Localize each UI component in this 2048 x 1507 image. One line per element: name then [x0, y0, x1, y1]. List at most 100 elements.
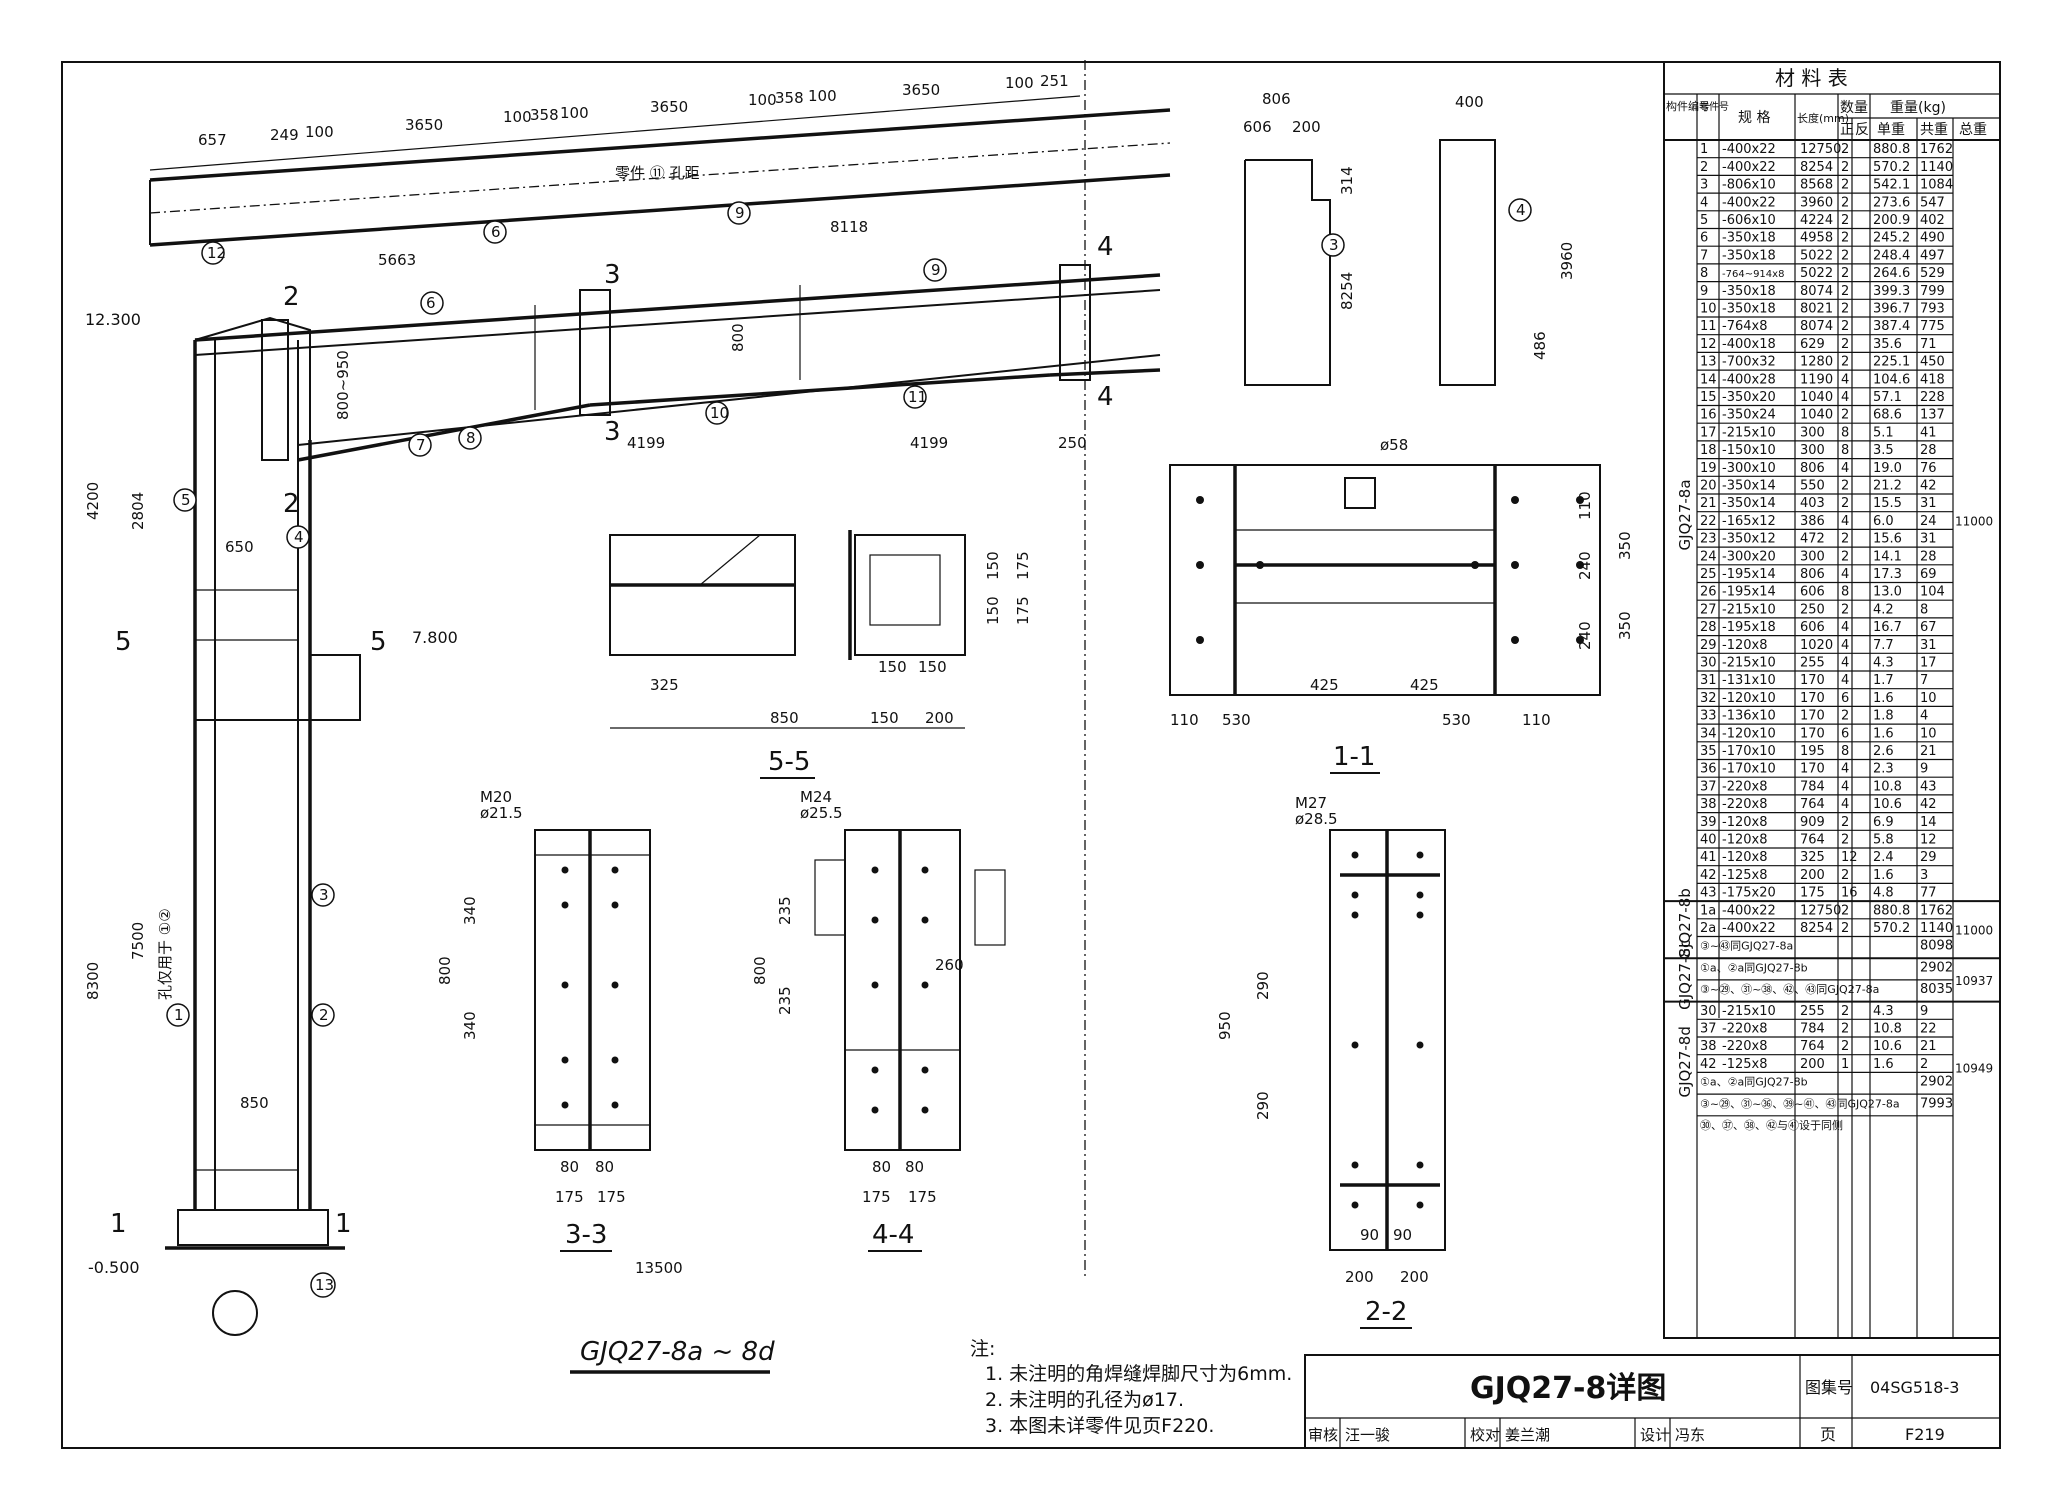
table-part-no: 37 — [1700, 1022, 1717, 1037]
svg-text:3. 本图未详零件见页F220.: 3. 本图未详零件见页F220. — [985, 1415, 1214, 1437]
svg-text:3: 3 — [604, 417, 621, 447]
table-qty: 4 — [1841, 372, 1849, 387]
table-total-weight: 793 — [1920, 302, 1945, 317]
table-length: 4224 — [1800, 213, 1833, 228]
table-spec: -400x28 — [1722, 372, 1776, 387]
svg-text:9: 9 — [735, 204, 745, 222]
table-qty: 2 — [1841, 160, 1849, 175]
table-length: 8568 — [1800, 178, 1833, 193]
table-length: 1020 — [1800, 638, 1833, 653]
svg-text:110: 110 — [1576, 491, 1594, 520]
main-elevation: 2 2 3 3 4 4 5 5 1 1 12.300 7.800 -0.500 … — [84, 60, 1171, 1336]
table-part-no: 11 — [1700, 319, 1717, 334]
table-spec: -125x8 — [1722, 1057, 1767, 1072]
svg-text:100: 100 — [503, 108, 532, 126]
col-note: 孔仅用于 ①② — [156, 908, 174, 1000]
table-spec: -120x8 — [1722, 850, 1767, 865]
svg-text:数量: 数量 — [1840, 100, 1868, 116]
table-part-no: 29 — [1700, 638, 1717, 653]
table-part-no: 23 — [1700, 532, 1717, 547]
svg-text:2. 未注明的孔径为ø17.: 2. 未注明的孔径为ø17. — [985, 1389, 1184, 1411]
table-qty: 4 — [1841, 638, 1849, 653]
table-part-no: 19 — [1700, 461, 1717, 476]
svg-text:150: 150 — [878, 658, 907, 676]
svg-text:ø28.5: ø28.5 — [1295, 810, 1338, 828]
svg-text:200: 200 — [925, 709, 954, 727]
table-unit-weight: 2.4 — [1873, 850, 1894, 865]
elevation-0500: -0.500 — [88, 1258, 140, 1277]
table-qty: 2 — [1841, 266, 1849, 281]
svg-text:110: 110 — [1170, 711, 1199, 729]
svg-text:3650: 3650 — [902, 81, 940, 99]
table-total-weight: 2 — [1920, 1057, 1928, 1072]
table-total-weight: 31 — [1920, 638, 1937, 653]
table-part-no: 13 — [1700, 355, 1717, 370]
table-qty: 2 — [1841, 248, 1849, 263]
table-total-weight: 28 — [1920, 549, 1937, 564]
table-total-weight: 1762 — [1920, 903, 1953, 918]
table-length: 175 — [1800, 886, 1825, 901]
svg-text:657: 657 — [198, 131, 227, 149]
section-5-5: 850 325 150 150 150 200 150 150 175 175 … — [609, 530, 1032, 779]
table-unit-weight: 225.1 — [1873, 355, 1910, 370]
section-1-1: 530 425 425 530 110 110 110 240 240 350 … — [1169, 436, 1634, 774]
table-part-no: 30 — [1700, 1004, 1717, 1019]
table-part-no: 21 — [1700, 496, 1717, 511]
table-spec: -764x8 — [1722, 319, 1767, 334]
table-part-no: 4 — [1700, 195, 1708, 210]
svg-text:规 格: 规 格 — [1738, 110, 1770, 126]
table-length: 250 — [1800, 602, 1825, 617]
title-1-1: 1-1 — [1333, 742, 1375, 772]
svg-text:6: 6 — [491, 223, 501, 241]
table-length: 300 — [1800, 425, 1825, 440]
table-total-weight: 21 — [1920, 1039, 1937, 1054]
table-part-no: 30 — [1700, 656, 1717, 671]
table-part-no: 33 — [1700, 709, 1717, 724]
table-unit-weight: 264.6 — [1873, 266, 1910, 281]
table-spec: -350x18 — [1722, 231, 1776, 246]
table-qty: 2 — [1841, 833, 1849, 848]
svg-text:4: 4 — [294, 528, 304, 546]
table-qty: 2 — [1841, 549, 1849, 564]
table-length: 1190 — [1800, 372, 1833, 387]
table-length: 4958 — [1800, 231, 1833, 246]
svg-text:4: 4 — [1516, 201, 1526, 219]
table-grand-total: 10949 — [1955, 1062, 1993, 1076]
table-qty: 16 — [1841, 886, 1858, 901]
table-part-no: 25 — [1700, 567, 1717, 582]
svg-text:构件编号: 构件编号 — [1666, 99, 1710, 113]
table-total-weight: 8035 — [1920, 982, 1953, 997]
table-part-no: 7 — [1700, 248, 1708, 263]
table-spec: -131x10 — [1722, 673, 1776, 688]
svg-text:150: 150 — [870, 709, 899, 727]
svg-text:400: 400 — [1455, 93, 1484, 111]
svg-text:175: 175 — [1014, 551, 1032, 580]
table-length: 195 — [1800, 744, 1825, 759]
svg-text:800: 800 — [751, 956, 769, 985]
svg-text:90: 90 — [1360, 1226, 1379, 1244]
table-spec: -215x10 — [1722, 1004, 1776, 1019]
svg-text:总重: 总重 — [1959, 122, 1987, 138]
table-part-no: 41 — [1700, 850, 1717, 865]
svg-text:3: 3 — [1329, 236, 1339, 254]
table-length: 3960 — [1800, 195, 1833, 210]
table-total-weight: 4 — [1920, 709, 1928, 724]
svg-text:80: 80 — [595, 1158, 614, 1176]
table-total-weight: 71 — [1920, 337, 1937, 352]
table-part-no: 1 — [1700, 142, 1708, 157]
table-unit-weight: 5.8 — [1873, 833, 1894, 848]
svg-text:235: 235 — [776, 896, 794, 925]
table-total-weight: 3 — [1920, 868, 1928, 883]
table-qty: 2 — [1841, 178, 1849, 193]
table-unit-weight: 2.6 — [1873, 744, 1894, 759]
dim-4199a: 4199 — [627, 434, 665, 452]
svg-text:606: 606 — [1243, 118, 1272, 136]
table-spec: -120x10 — [1722, 691, 1776, 706]
table-part-no: 16 — [1700, 408, 1717, 423]
table-qty: 2 — [1841, 319, 1849, 334]
dim-800: 800 — [729, 323, 747, 352]
table-length: 629 — [1800, 337, 1825, 352]
table-total-weight: 77 — [1920, 886, 1937, 901]
plate-details: 806 606 200 314 8254 3 400 3960 486 4 — [1243, 90, 1576, 386]
table-total-weight: 1084 — [1920, 178, 1953, 193]
